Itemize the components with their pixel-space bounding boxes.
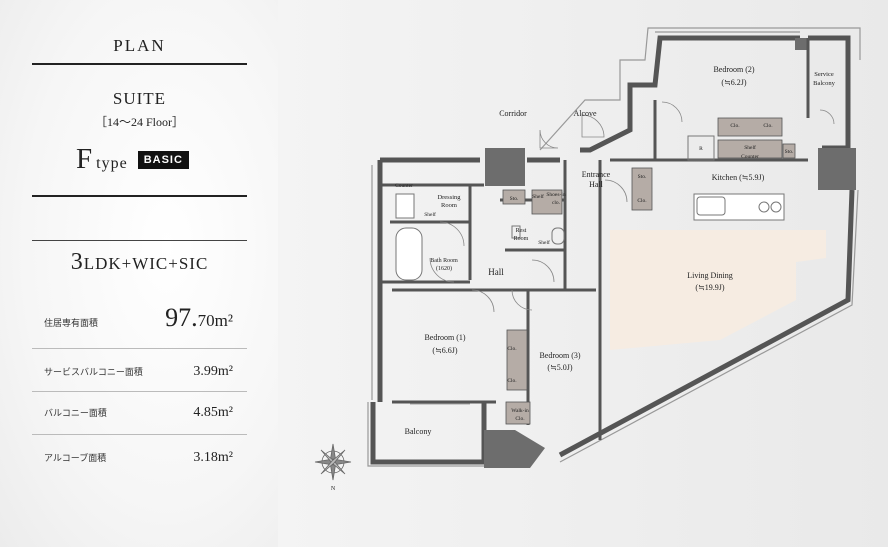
label-living: Living Dining	[687, 271, 733, 280]
type-letter: F	[76, 143, 93, 175]
label-shelf-2: Shelf	[538, 239, 550, 246]
area-value: 3.18m²	[193, 450, 233, 465]
basic-badge: BASIC	[137, 150, 189, 169]
label-clo-5: Clo.	[507, 378, 517, 384]
label-rest: Rest	[516, 228, 527, 234]
label-bath: Bath Room	[430, 258, 458, 264]
divider	[32, 63, 247, 65]
divider	[32, 391, 247, 392]
label-shoes-in: Shoes-in	[546, 192, 566, 198]
label-clo-3: Clo.	[763, 123, 773, 129]
area-row: サービスバルコニー面積 3.99m²	[32, 364, 247, 380]
label-bedroom3-size: (≒5.0J)	[547, 363, 572, 372]
label-service-balcony-2: Balcony	[813, 80, 835, 87]
suite-label: SUITE	[112, 89, 167, 108]
label-shoes-clo: clo.	[552, 200, 561, 206]
label-walkin: Walk-in	[511, 408, 529, 414]
label-shelf-kitchen: Shelf	[744, 144, 756, 151]
label-bedroom3: Bedroom (3)	[539, 351, 580, 360]
label-bedroom1: Bedroom (1)	[424, 333, 465, 342]
fixtures	[395, 135, 785, 281]
area-value: 97.70m²	[165, 303, 233, 332]
floor-range: ［14～24 Floor］	[94, 115, 184, 129]
label-bedroom1-size: (≒6.6J)	[432, 346, 457, 355]
label-dressing-room: Room	[441, 202, 457, 209]
area-row-main: 住居専有面積 97.70m²	[32, 303, 247, 333]
type-row: F type BASIC	[76, 143, 189, 176]
label-entrance: Entrance	[582, 170, 611, 179]
area-label: バルコニー面積	[44, 408, 107, 418]
label-bedroom2-size: (≒6.2J)	[721, 78, 746, 87]
label-service-balcony: Service	[814, 71, 834, 78]
floor-plan: Bedroom (2) (≒6.2J) Service Balcony Corr…	[314, 27, 861, 492]
label-bath-size: (1620)	[436, 265, 452, 272]
layout-type: 3LDK+WIC+SIC	[32, 249, 247, 276]
label-hall: Hall	[488, 267, 504, 277]
label-counter-kitchen: Counter	[741, 154, 759, 160]
layout-number: 3	[70, 249, 84, 275]
north-compass-icon	[314, 443, 352, 481]
label-clo-2: Clo.	[730, 123, 740, 129]
label-corridor: Corridor	[499, 109, 527, 118]
window-lines	[367, 27, 861, 467]
area-value: 3.99m²	[193, 364, 233, 379]
label-alcove: Alcove	[573, 109, 597, 118]
label-entrance-hall: Hall	[589, 180, 604, 189]
label-living-size: (≒19.9J)	[695, 283, 724, 292]
area-row: バルコニー面積 4.85m²	[32, 405, 247, 421]
label-r: R	[699, 146, 703, 152]
info-panel: PLAN SUITE ［14～24 Floor］ F type BASIC 3L…	[0, 0, 278, 547]
structural-columns	[484, 38, 856, 468]
label-clo-1: Clo.	[637, 198, 647, 204]
divider	[32, 240, 247, 241]
label-sto-1: Sto.	[510, 196, 519, 202]
living-floor	[610, 230, 826, 350]
label-dressing: Dressing	[437, 194, 461, 201]
door-swings	[410, 101, 835, 405]
area-label: サービスバルコニー面積	[44, 367, 143, 377]
label-counter: Counter	[395, 183, 413, 189]
label-balcony: Balcony	[405, 427, 432, 436]
label-kitchen: Kitchen (≒5.9J)	[712, 173, 765, 182]
label-north: N	[331, 486, 336, 492]
label-clo-4: Clo.	[507, 346, 517, 352]
area-label: アルコーブ面積	[44, 453, 107, 463]
area-value: 4.85m²	[193, 405, 233, 420]
label-sto-2: Sto.	[638, 174, 647, 180]
storage-units	[502, 117, 796, 425]
label-shelf-3: Shelf	[532, 193, 544, 200]
label-rest-room: Room	[514, 236, 529, 242]
label-walkin-clo: Clo.	[515, 416, 525, 422]
layout-rest: LDK+WIC+SIC	[83, 254, 209, 273]
area-label: 住居専有面積	[44, 318, 99, 328]
divider	[32, 348, 247, 349]
label-sto-3: Sto.	[785, 149, 794, 155]
label-bedroom2: Bedroom (2)	[713, 65, 754, 74]
type-word: type	[96, 155, 128, 172]
label-shelf-1: Shelf	[424, 211, 436, 218]
area-row: アルコーブ面積 3.18m²	[32, 450, 247, 466]
divider	[32, 195, 247, 197]
plan-title: PLAN	[113, 36, 166, 55]
divider	[32, 434, 247, 435]
